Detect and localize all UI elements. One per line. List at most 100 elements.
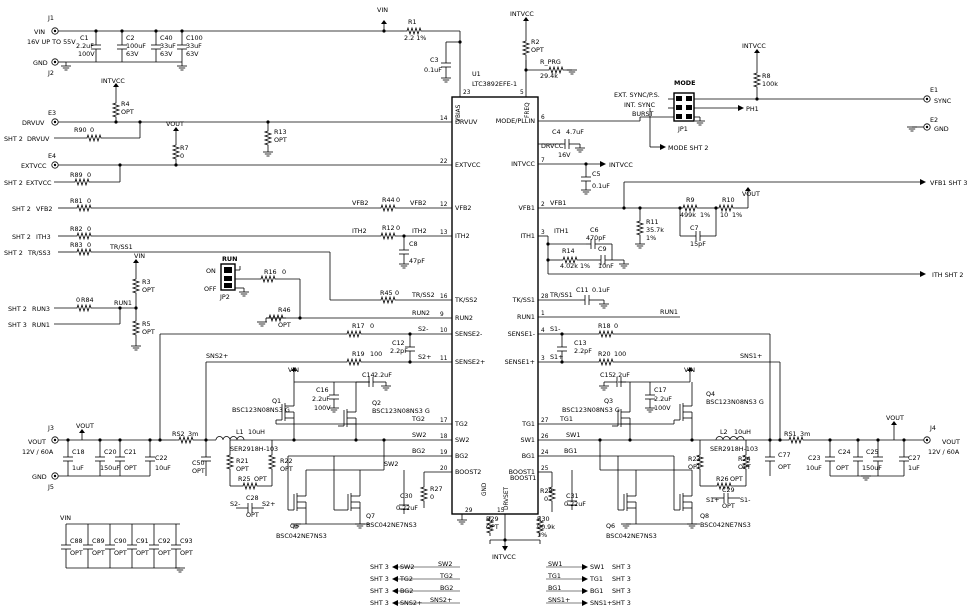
r13-ref: R13: [274, 128, 287, 136]
ic-right-pin-num: 1: [541, 311, 545, 317]
r3-val: OPT: [142, 286, 155, 294]
r11-tol: 1%: [646, 234, 656, 242]
c5-ref: C5: [592, 170, 601, 178]
r20-ref: R20: [598, 350, 611, 358]
j5-ref: J5: [47, 483, 54, 491]
rprg-val: 29.4k: [540, 72, 558, 80]
r45-ref: R45: [380, 289, 393, 297]
r90-val: 0: [90, 126, 94, 134]
vbias-pin-num: 23: [463, 90, 471, 96]
r22-ref: R22: [280, 457, 293, 465]
ic-left-pin-name: SENSE2-: [455, 330, 482, 338]
r17-ref: R17: [352, 322, 365, 330]
c88-ref: C88: [70, 537, 83, 545]
c3-ref: C3: [430, 56, 439, 64]
ic-right-pin-name: ITH1: [520, 232, 535, 240]
q8-ref: Q8: [700, 512, 709, 520]
sns2p-net: SNS2+: [206, 352, 228, 360]
r27-ref: R27: [430, 485, 443, 493]
offsheet-left-sheet: SHT 3: [370, 587, 389, 595]
r26-ref: R26: [716, 475, 729, 483]
ic-left-pin-num: 17: [440, 418, 448, 424]
r7-ref: R7: [180, 144, 189, 152]
c77-val: OPT: [778, 463, 791, 471]
offsheet-left-sheet: SHT 3: [370, 599, 389, 607]
vin-q4: VIN: [684, 366, 695, 374]
q6-ref: Q6: [606, 522, 615, 530]
ic-right-pin-name: SW1: [521, 436, 535, 444]
r44-ref: R44: [382, 196, 395, 204]
c16-v: 100V: [314, 404, 331, 412]
offsheet-right-net: TG1: [589, 575, 603, 583]
ic-left-pin-num: 16: [440, 294, 448, 300]
ic-left-pin-name: BOOST2: [455, 468, 481, 476]
r1-val: 2.2 1%: [404, 34, 426, 42]
ic-u1-body: [451, 96, 539, 515]
pin29-num: 29: [465, 508, 473, 514]
s1p-net: S1+: [550, 353, 563, 361]
c1-ref: C1: [80, 34, 89, 42]
vfb1-sht3: VFB1 SHT 3: [930, 179, 967, 187]
intvcc-r4: INTVCC: [101, 77, 125, 85]
boost1-net: BOOST1: [510, 474, 536, 482]
input-caps: [66, 29, 188, 71]
vout-r10: VOUT: [742, 190, 760, 198]
rprg-ref: R_PRG: [540, 58, 561, 66]
sht2-vfb2: SHT 2: [12, 205, 31, 213]
r10-ref: R10: [722, 196, 735, 204]
c23-val: 10uF: [806, 464, 822, 472]
ic-left-pin-num: 18: [440, 434, 448, 440]
out1-caps: [824, 438, 910, 481]
offsheet-right-net-a: SNS1+: [548, 596, 570, 604]
bg1-net: BG1: [564, 447, 577, 455]
l1-val: 10uH: [248, 428, 265, 436]
r90-ref: R90: [74, 126, 87, 134]
ic-right-pin-name: SENSE1-: [508, 330, 535, 338]
gnd-pin-name: GND: [482, 482, 488, 496]
s2m-net: S2-: [418, 325, 428, 333]
c27-val: 1uF: [908, 464, 920, 472]
q3-ref: Q3: [604, 397, 613, 405]
bg2-net: BG2: [412, 447, 425, 455]
q2-ref: Q2: [372, 399, 381, 407]
ith2-net: ITH2: [352, 227, 367, 235]
ic-right-pin-num: 3: [541, 230, 545, 236]
vin-opt-caps: [60, 524, 182, 568]
off-label: OFF: [204, 285, 217, 293]
c21-ref: C21: [124, 448, 137, 456]
ic-right-pin-num: 7: [541, 158, 545, 164]
sns1p-net: SNS1+: [740, 352, 762, 360]
r84-zero: 0: [76, 296, 80, 304]
drvuv-port: DRVUV: [22, 119, 45, 127]
q7-ref: Q7: [366, 512, 375, 520]
sw2-bottom: SW2: [384, 460, 398, 468]
s1p-right: S1+: [706, 496, 719, 504]
ic-right-pin-num: 2: [541, 202, 545, 208]
r20-val: 100: [614, 350, 626, 358]
ic-left-pin-name: VFB2: [455, 204, 472, 212]
ic-ref: U1: [472, 70, 481, 78]
vfb2-net2: VFB2: [410, 199, 427, 207]
c17-v: 100V: [654, 404, 671, 412]
ic-right-pin-name: SENSE1+: [505, 358, 535, 366]
c90-ref: C90: [114, 537, 127, 545]
ic-right-pin-name: BOOST1: [509, 468, 535, 476]
ic-right-pin-num: 27: [541, 418, 549, 424]
r84-ref: R84: [81, 296, 94, 304]
e3-ref: E3: [48, 109, 56, 117]
freq-pin-num: 5: [520, 90, 524, 96]
q7-part: BSC042NE7NS3: [366, 521, 417, 529]
rs2-ref: RS2: [172, 430, 185, 438]
ic-right-pin-num: 6: [541, 115, 545, 121]
sw1-net: SW1: [566, 431, 580, 439]
e4-ref: E4: [48, 152, 56, 160]
r28-val: 0: [544, 495, 548, 503]
intvcc-out: INTVCC: [609, 161, 633, 169]
q6-part: BSC042NE7NS3: [606, 532, 657, 540]
r28-ref: R28: [540, 487, 553, 495]
offsheet-left-net-a: SW2: [438, 560, 452, 568]
e2-name: GND: [934, 125, 949, 133]
j3-vout: VOUT: [28, 438, 46, 446]
